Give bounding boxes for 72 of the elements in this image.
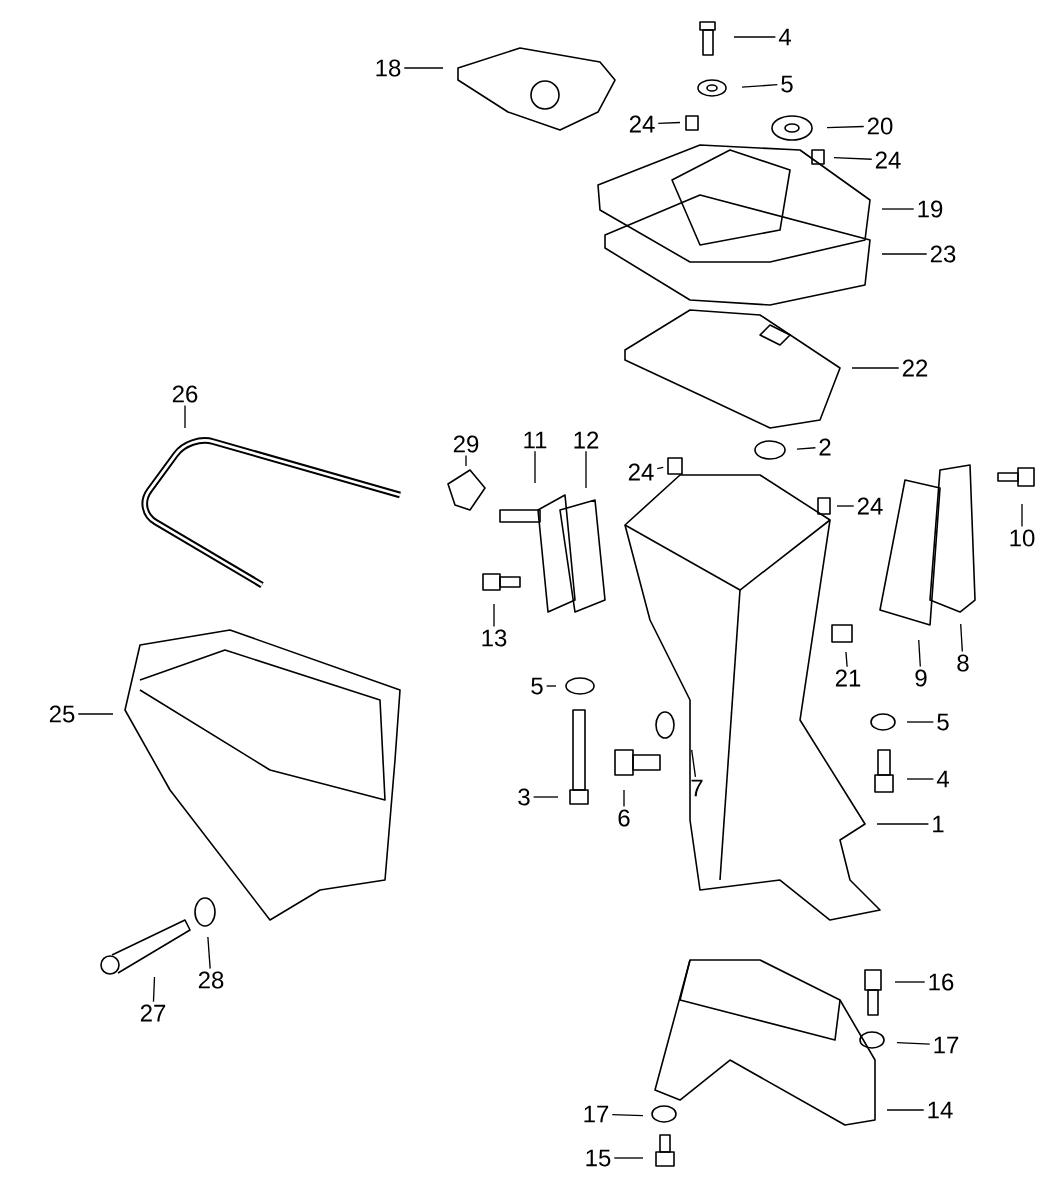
callout-number: 17 [584,1105,609,1123]
callout-number: 24 [875,151,901,169]
callout-number: 7 [691,779,703,797]
leader-line [465,454,467,467]
callout-number: 1 [933,815,944,833]
callout-number: 2 [819,438,831,456]
leader-line [796,447,817,450]
leader-line [403,67,444,69]
leader-line [207,936,211,970]
callout-number: 11 [524,431,547,449]
leader-line [876,823,930,825]
leader-line [184,404,186,429]
callout-number: 16 [929,973,954,991]
callout-number: 29 [453,435,479,453]
leader-line [657,121,681,125]
leader-line [836,505,855,507]
leader-line [623,789,625,808]
leader-line [611,1113,644,1117]
callout-number: 8 [957,654,969,672]
leader-line [906,778,935,780]
callout-number: 24 [857,497,883,515]
callout-number: 10 [1010,529,1035,547]
leader-line [826,125,865,129]
callout-number: 24 [628,463,654,481]
leader-line [833,156,873,160]
callout-number: 12 [574,431,599,449]
callout-number: 26 [172,385,198,403]
leader-line [656,466,664,470]
callout-number: 25 [49,705,75,723]
leader-line [691,749,697,778]
leader-line [845,651,848,668]
callout-number: 3 [518,788,530,806]
callout-number: 5 [781,75,793,93]
callout-number: 28 [198,971,224,989]
leader-line [894,981,926,983]
callout-number: 5 [531,677,543,695]
leader-line [613,1157,644,1159]
leader-line [881,253,928,255]
leader-line [152,976,156,1003]
leader-line [77,713,114,715]
leader-line [881,208,915,210]
callout-number: 22 [902,359,928,377]
callout-number: 19 [918,200,943,218]
leader-line [886,1109,925,1111]
callout-number: 27 [140,1004,166,1022]
leader-line [960,623,963,653]
callout-number: 23 [930,245,956,263]
callout-number: 24 [629,115,655,133]
leader-line [906,721,935,723]
leader-line [733,36,777,38]
callout-number: 4 [936,770,949,788]
callout-number: 14 [928,1101,953,1119]
callout-number: 18 [376,59,401,77]
callout-number: 20 [867,117,893,135]
callout-number: 5 [937,713,949,731]
callout-number: 13 [482,629,507,647]
leader-line [532,796,559,798]
callout-number: 9 [915,669,927,687]
leader-line [545,685,557,687]
leader-line [918,639,921,668]
callout-number: 6 [618,809,630,827]
leader-line [534,450,536,484]
leader-line [896,1041,931,1045]
leader-line [585,450,587,489]
callout-number: 21 [835,669,861,687]
leader-line [851,367,900,369]
callout-number: 15 [586,1149,611,1167]
leader-line [493,603,495,628]
leader-line [741,84,779,88]
callout-number: 17 [934,1036,959,1054]
leader-line [1021,503,1023,528]
callout-number: 4 [778,28,791,46]
